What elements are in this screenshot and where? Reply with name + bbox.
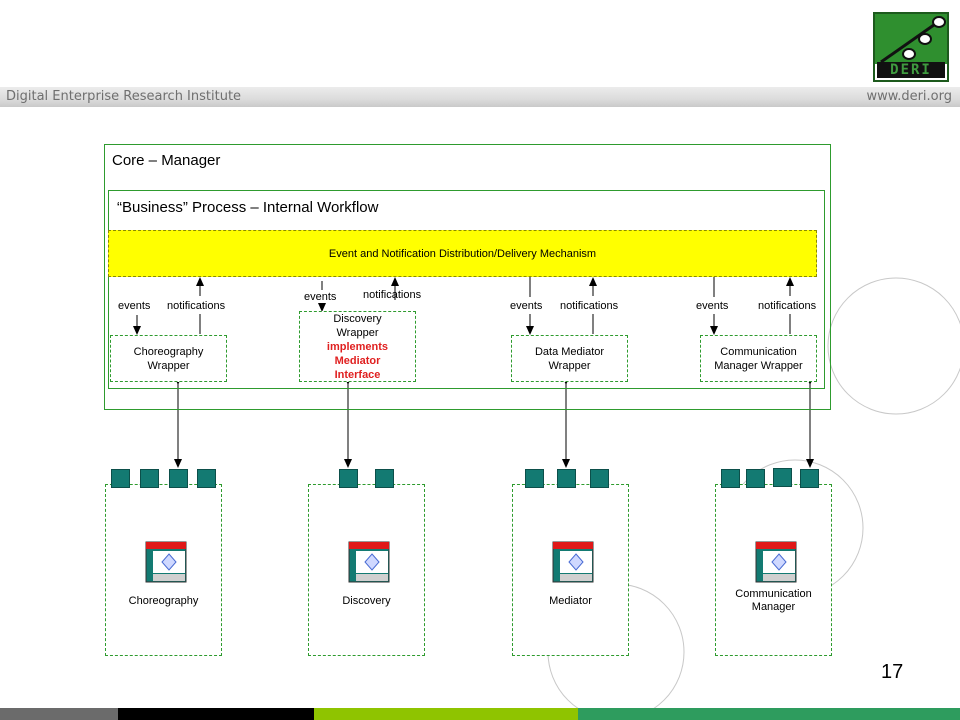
component-label: Manager	[751, 601, 796, 613]
wrapper-label: Wrapper	[548, 359, 591, 372]
port	[557, 469, 576, 488]
choreography-component: Choreography	[105, 484, 222, 656]
component-label: Mediator	[549, 595, 592, 607]
communication-manager-wrapper: Communication Manager Wrapper	[700, 335, 817, 382]
wrapper-note: Interface	[334, 368, 381, 381]
footer-bar-segment	[314, 708, 578, 720]
port	[111, 469, 130, 488]
port	[375, 469, 394, 488]
component-icon	[552, 541, 594, 583]
events-label: events	[118, 300, 151, 312]
wrapper-label: Manager Wrapper	[714, 359, 803, 372]
header-band	[0, 87, 960, 107]
decorative-circle	[827, 277, 960, 415]
port	[339, 469, 358, 488]
events-label: events	[510, 300, 543, 312]
mediator-component: Mediator	[512, 484, 629, 656]
port	[800, 469, 819, 488]
port	[721, 469, 740, 488]
deri-logo: DERI	[873, 12, 949, 82]
wrapper-label: Choreography	[133, 345, 204, 358]
events-label: events	[304, 291, 337, 303]
page-number: 17	[881, 661, 904, 683]
wrapper-label: Wrapper	[336, 326, 379, 339]
notifications-label: notifications	[167, 300, 226, 312]
communication-manager-component: Communication Manager	[715, 484, 832, 656]
wrapper-label: Discovery	[333, 312, 382, 325]
component-icon	[348, 541, 390, 583]
port	[773, 468, 792, 487]
component-icon	[145, 541, 187, 583]
business-process-box	[108, 190, 825, 389]
discovery-component: Discovery	[308, 484, 425, 656]
component-label: Communication	[735, 588, 812, 600]
port	[590, 469, 609, 488]
event-bus: Event and Notification Distribution/Deli…	[108, 230, 817, 277]
component-label: Discovery	[342, 595, 391, 607]
component-label: Choreography	[128, 595, 199, 607]
business-process-title: “Business” Process – Internal Workflow	[117, 199, 379, 216]
discovery-wrapper: Discovery Wrapper implements Mediator In…	[299, 311, 416, 382]
footer-bar-segment	[0, 708, 118, 720]
wrapper-note: implements	[326, 340, 389, 353]
core-manager-title: Core – Manager	[112, 152, 221, 169]
notifications-label: notifications	[758, 300, 817, 312]
wrapper-label: Wrapper	[147, 359, 190, 372]
events-label: events	[696, 300, 729, 312]
deri-logo-text: DERI	[877, 62, 945, 78]
port	[197, 469, 216, 488]
footer-bar-segment	[118, 708, 314, 720]
wrapper-note: Mediator	[334, 354, 381, 367]
wrapper-label: Data Mediator	[534, 345, 605, 358]
institute-url: www.deri.org	[866, 89, 953, 104]
component-icon	[755, 541, 797, 583]
footer-bar-segment	[578, 708, 960, 720]
event-bus-label: Event and Notification Distribution/Deli…	[328, 248, 597, 260]
choreography-wrapper: Choreography Wrapper	[110, 335, 227, 382]
core-manager-box	[104, 144, 831, 410]
port	[140, 469, 159, 488]
data-mediator-wrapper: Data Mediator Wrapper	[511, 335, 628, 382]
wrapper-label: Communication	[720, 345, 797, 358]
institute-name: Digital Enterprise Research Institute	[6, 89, 242, 104]
notifications-label: notifications	[560, 300, 619, 312]
port	[525, 469, 544, 488]
deri-logo-graphic	[875, 14, 947, 64]
port	[746, 469, 765, 488]
notifications-label: notifications	[363, 289, 422, 301]
port	[169, 469, 188, 488]
